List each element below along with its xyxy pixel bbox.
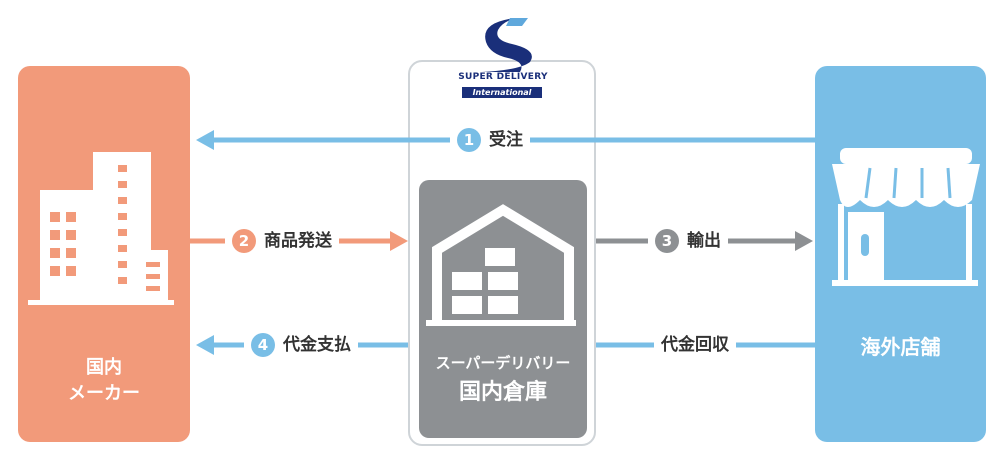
ship-label: 2 商品発送 [225, 229, 339, 253]
step-1-badge: 1 [457, 128, 481, 152]
shop-label: 海外店舗 [860, 335, 941, 359]
warehouse-label: 国内倉庫 [458, 380, 547, 405]
step-2-badge: 2 [232, 229, 256, 253]
super-delivery-logo-mark [482, 18, 532, 72]
maker-label-line2: メーカー [68, 383, 140, 404]
maker-label-line1: 国内 [86, 357, 122, 378]
order-label: 1 受注 [450, 128, 530, 152]
payment-text: 代金支払 [283, 335, 351, 355]
export-text: 輸出 [687, 231, 721, 251]
logo-subtext: International [462, 87, 542, 98]
warehouse-sublabel: スーパーデリバリー [435, 354, 571, 372]
warehouse-icon [426, 204, 576, 326]
logo-text: SUPER DELIVERY [458, 72, 548, 82]
export-label: 3 輸出 [648, 229, 728, 253]
ship-text: 商品発送 [264, 231, 332, 251]
maker-label: 国内 メーカー [18, 355, 190, 407]
step-4-badge: 4 [251, 333, 275, 357]
building-icon [28, 152, 174, 305]
shop-icon [832, 148, 980, 286]
payment-label: 4 代金支払 [244, 333, 358, 357]
collect-text: 代金回収 [661, 335, 729, 355]
step-3-badge: 3 [655, 229, 679, 253]
order-text: 受注 [489, 130, 523, 150]
collect-label: 代金回収 [654, 333, 736, 357]
